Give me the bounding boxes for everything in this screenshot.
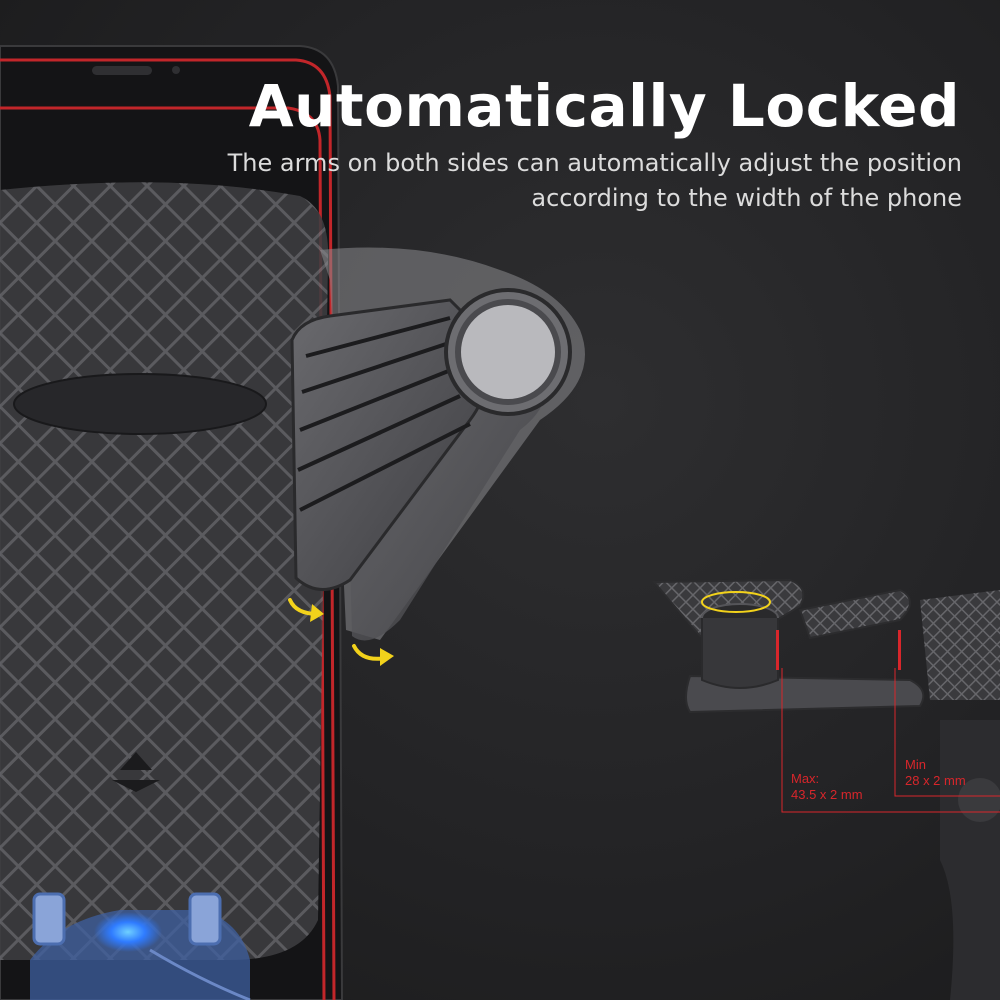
feature-description: The arms on both sides can automatically…: [228, 146, 962, 216]
max-dimension-label: Max: 43.5 x 2 mm: [791, 771, 863, 803]
mount-diagram: [651, 578, 1000, 1000]
headline: Automatically Locked: [248, 72, 960, 140]
min-dimension-label: Min 28 x 2 mm: [905, 757, 966, 789]
description-line-2: according to the width of the phone: [531, 184, 962, 212]
rotation-arrow-icon: [288, 598, 394, 666]
max-label: Max:: [791, 771, 820, 786]
charging-light-icon: [94, 912, 162, 952]
holder-cradle: [0, 182, 329, 961]
description-line-1: The arms on both sides can automatically…: [227, 149, 962, 177]
bottom-clamp: [30, 892, 251, 1000]
gripping-arm: [290, 247, 585, 641]
max-value: 43.5 x 2 mm: [791, 787, 863, 802]
min-value: 28 x 2 mm: [905, 773, 966, 788]
min-label: Min: [905, 757, 926, 772]
